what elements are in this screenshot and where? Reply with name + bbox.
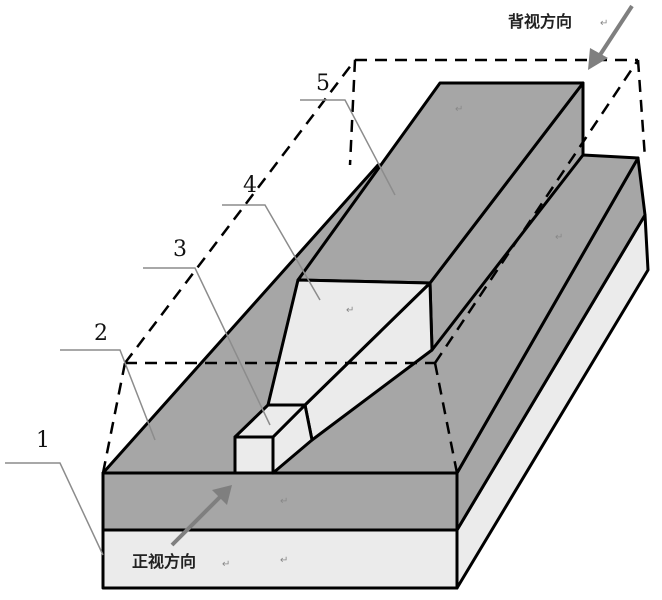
paragraph-mark: ↵ [600,18,608,29]
paragraph-mark: ↵ [222,559,230,570]
back-view-direction-label: 背视方向 [508,12,572,31]
paragraph-mark: ↵ [555,232,563,243]
paragraph-mark: ↵ [455,104,463,115]
paragraph-mark: ↵ [280,555,288,566]
label-2: 2 [94,321,108,346]
label-5: 5 [316,71,330,96]
paragraph-mark: ↵ [346,305,354,316]
label-3: 3 [173,237,187,262]
label-1: 1 [36,428,50,453]
paragraph-mark: ↵ [280,496,288,507]
label-4: 4 [243,173,257,198]
back-view-arrowhead-icon [588,48,608,70]
block-3-front-face [235,437,273,473]
front-view-direction-label: 正视方向 [132,552,196,571]
back-view-arrow [598,6,632,58]
